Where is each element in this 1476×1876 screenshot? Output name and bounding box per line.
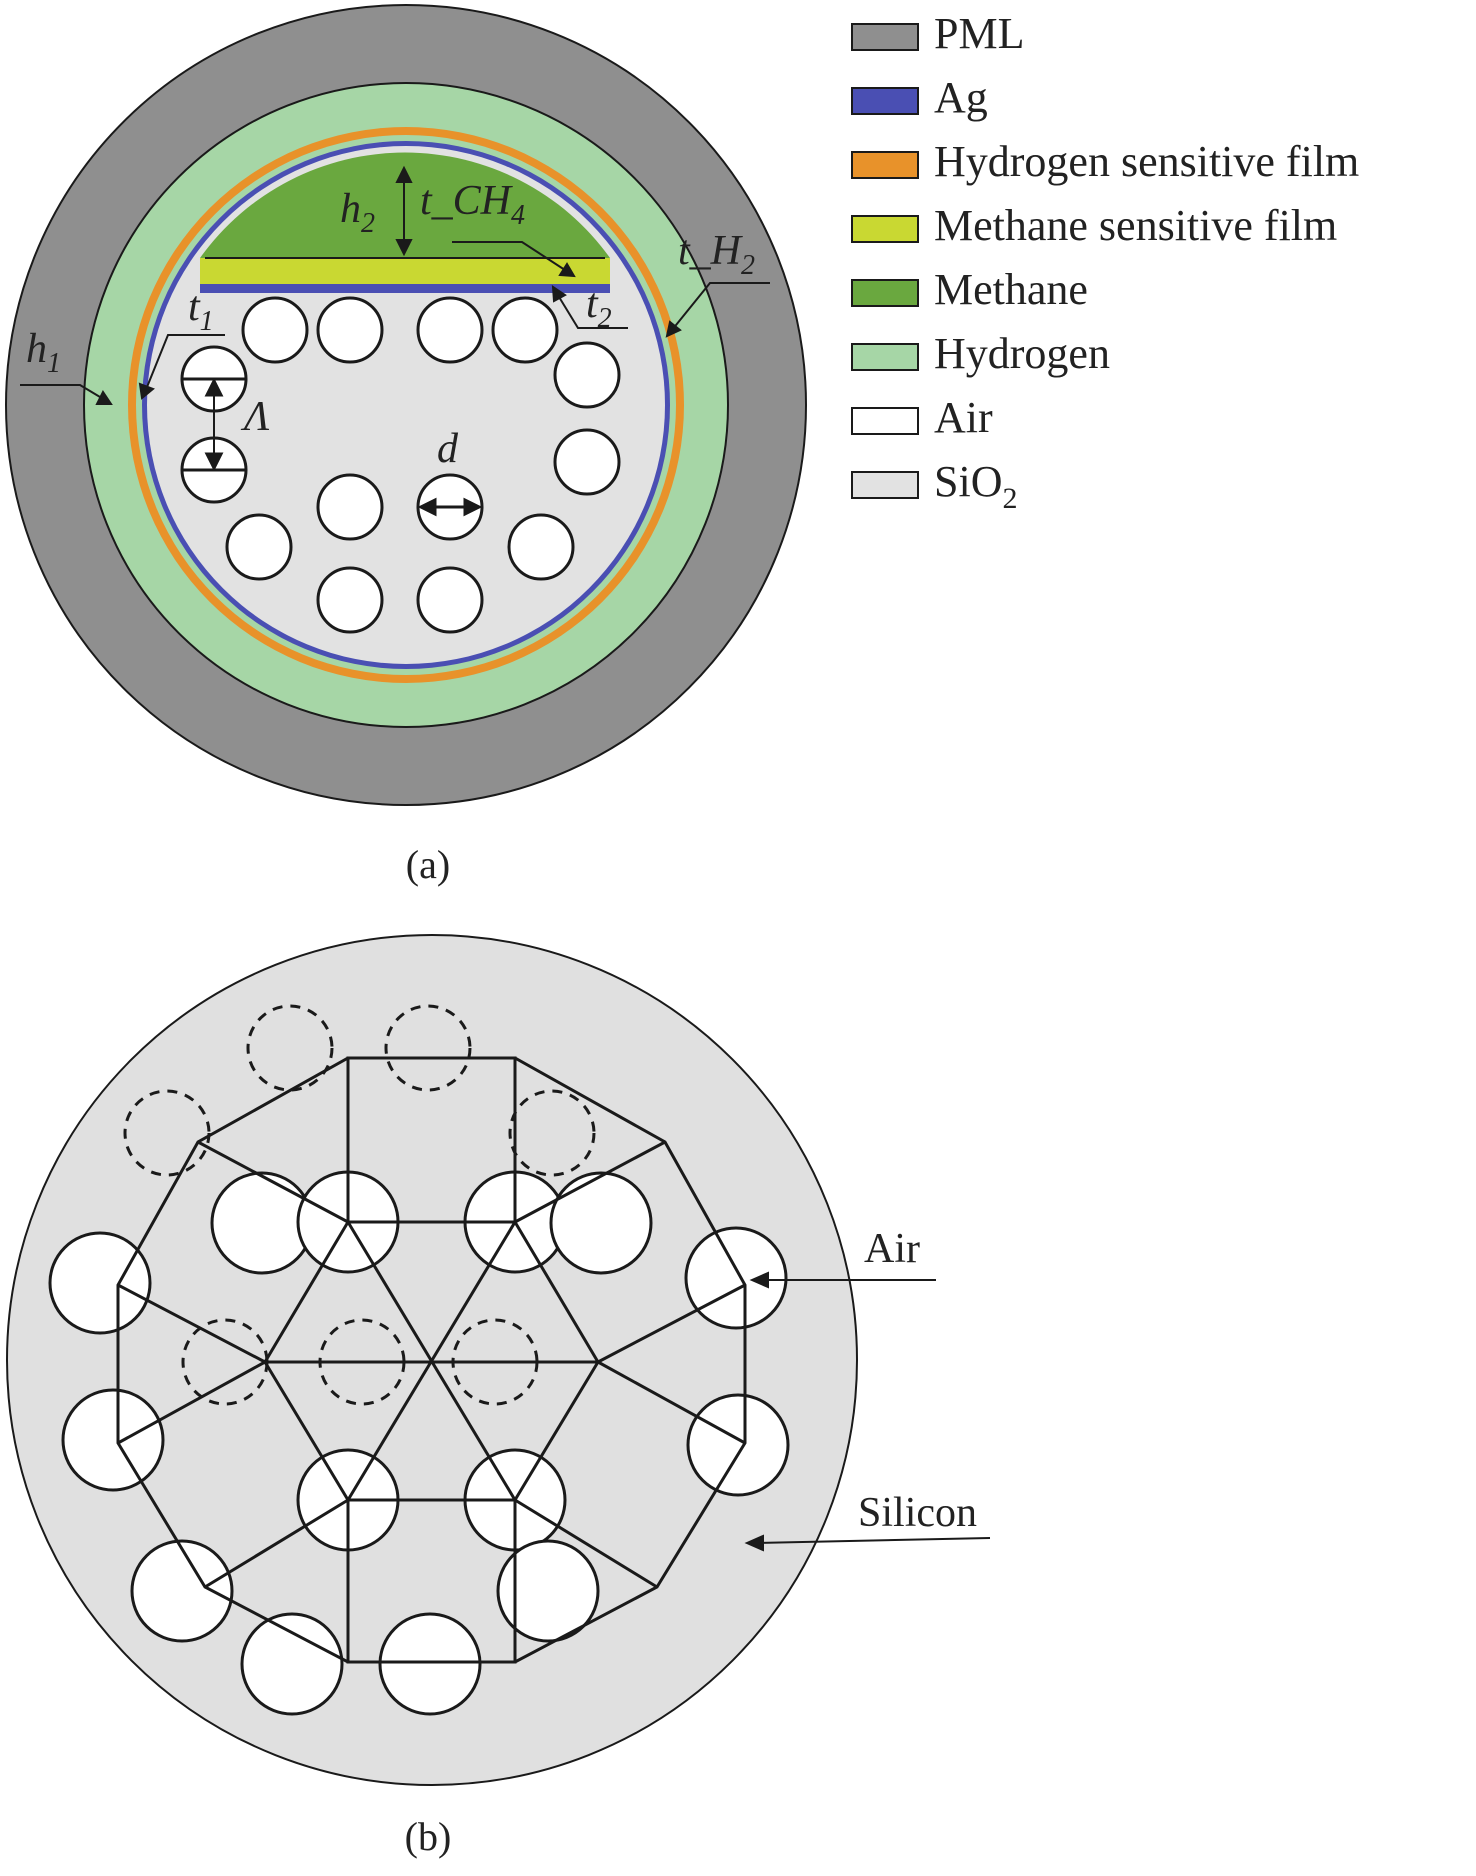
- air-hole: [378, 1612, 482, 1716]
- diameter-marker: [417, 497, 483, 517]
- air-hole: [549, 1171, 653, 1275]
- removed-air-hole: [384, 1004, 472, 1092]
- label-t-ch4: t_CH4: [420, 178, 525, 231]
- air-hole: [316, 566, 384, 634]
- removed-air-hole: [181, 1318, 269, 1406]
- air-label: Air: [864, 1226, 920, 1272]
- legend-swatch-pml: [851, 23, 919, 51]
- methane-sensitive-film: [200, 258, 610, 284]
- air-hole: [130, 1539, 234, 1643]
- legend-swatch-ag: [851, 87, 919, 115]
- panel-b-silicon-pcf: Air Silicon (b): [6, 934, 991, 1859]
- inner-hexagon-bottom: [346, 1498, 517, 1664]
- label-lambda: Λ: [240, 394, 270, 440]
- legend-swatch-hydrogen: [851, 343, 919, 371]
- legend-label-air: Air: [934, 393, 993, 442]
- air-hole: [686, 1393, 790, 1497]
- air-hole: [48, 1231, 152, 1335]
- legend-label-hydrogen_film: Hydrogen sensitive film: [934, 137, 1359, 186]
- ag-strip: [200, 284, 610, 293]
- dimension-arrows: [20, 165, 770, 405]
- removed-air-hole: [246, 1004, 334, 1092]
- legend-label-ag: Ag: [934, 73, 988, 122]
- air-hole: [225, 513, 293, 581]
- label-t-h2: t_H2: [678, 228, 755, 281]
- label-t1: t1: [188, 284, 214, 337]
- label-d: d: [437, 426, 459, 472]
- air-hole: [416, 566, 484, 634]
- silicon-label: Silicon: [858, 1490, 977, 1536]
- air-hole: [241, 296, 309, 364]
- air-hole: [240, 1612, 344, 1716]
- annotation-arrows: [744, 1271, 991, 1552]
- legend-swatch-methane: [851, 279, 919, 307]
- label-h2: h2: [340, 186, 375, 239]
- air-hole: [553, 341, 621, 409]
- air-holes-group: [48, 1004, 790, 1716]
- panel-a-fiber-cross-section: h2 t_CH4 t2 t_H2 t1 h1 Λ d (a): [5, 4, 807, 887]
- legend-label-hydrogen: Hydrogen: [934, 329, 1110, 378]
- air-hole: [507, 513, 575, 581]
- lattice-lines: [116, 1056, 747, 1664]
- pitch-marker: [181, 377, 247, 472]
- panel-b-caption: (b): [405, 1814, 452, 1859]
- air-hole: [416, 296, 484, 364]
- label-h1: h1: [26, 326, 61, 379]
- label-t2: t2: [586, 281, 612, 334]
- legend-swatch-air: [851, 407, 919, 435]
- air-hole: [316, 473, 384, 541]
- legend-label-methane_film: Methane sensitive film: [934, 201, 1337, 250]
- panel-a-caption: (a): [406, 842, 450, 887]
- legend-swatch-methane_film: [851, 215, 919, 243]
- legend-label-sio2: SiO2: [934, 457, 1017, 515]
- air-hole: [61, 1388, 165, 1492]
- legend-swatch-sio2: [851, 471, 919, 499]
- air-hole: [553, 428, 621, 496]
- air-hole: [491, 296, 559, 364]
- air-hole: [316, 296, 384, 364]
- removed-air-hole: [123, 1089, 211, 1177]
- removed-air-hole: [508, 1089, 596, 1177]
- air-hole: [496, 1539, 600, 1643]
- air-hole: [684, 1226, 788, 1330]
- legend-label-pml: PML: [934, 9, 1024, 58]
- legend-label-methane: Methane: [934, 265, 1088, 314]
- legend-swatch-hydrogen_film: [851, 151, 919, 179]
